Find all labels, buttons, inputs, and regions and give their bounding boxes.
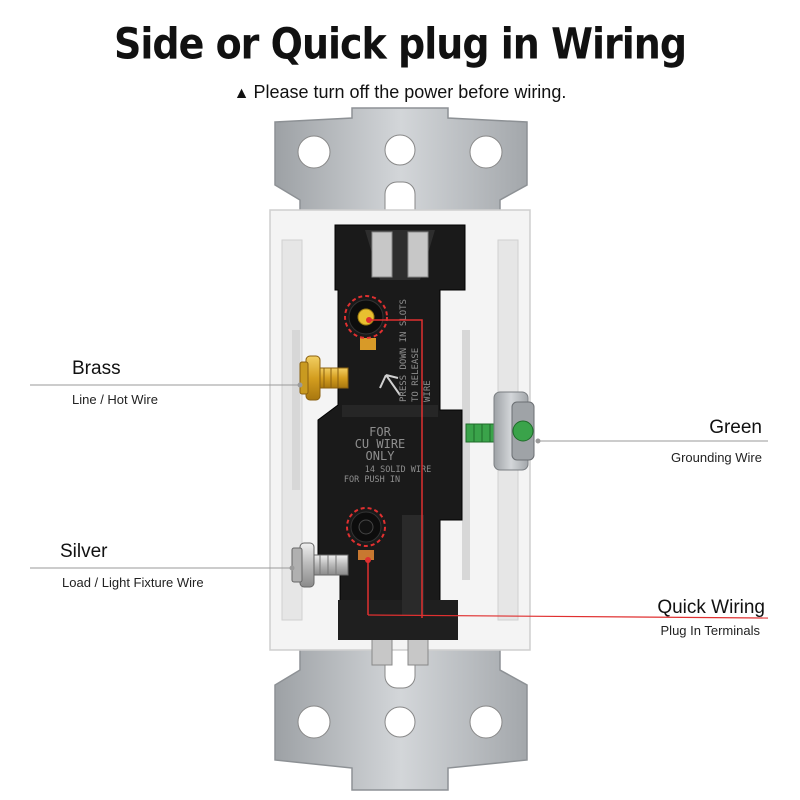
only-text: ONLY [366, 449, 396, 463]
green-sub-label: Grounding Wire [670, 450, 762, 465]
push-in-hole-bottom [350, 511, 382, 560]
green-ground-screw [465, 391, 535, 471]
page-title: Side or Quick plug in Wiring [113, 19, 687, 69]
silver-label: Silver [60, 541, 108, 562]
cu-wire-text: CU WIRE [355, 437, 406, 451]
green-label: Green [709, 417, 762, 438]
bottom-mounting-strap [274, 629, 528, 791]
quick-wiring-path [344, 295, 769, 619]
silver-screw [291, 542, 349, 588]
quick-wiring-sub-label: Plug In Terminals [660, 623, 760, 638]
warning-text: Please turn off the power before wiring. [253, 82, 567, 102]
warning-note: ▲Please turn off the power before wiring… [0, 82, 800, 103]
brass-sub-label: Line / Hot Wire [72, 392, 158, 407]
for-text: FOR [369, 425, 391, 439]
brass-label: Brass [72, 358, 121, 379]
warning-triangle-icon: ▲ [233, 85, 250, 102]
solid-wire-text: 14 SOLID WIRE [365, 465, 432, 475]
push-in-text: FOR PUSH IN [344, 475, 400, 485]
callout-lines [30, 382, 768, 571]
top-mounting-strap [274, 107, 528, 241]
wire-text: WIRE [423, 380, 433, 402]
silver-sub-label: Load / Light Fixture Wire [62, 575, 204, 590]
release-text: TO RELEASE [411, 348, 421, 402]
quick-wiring-label: Quick Wiring [657, 597, 765, 618]
press-down-text: PRESS DOWN IN SLOTS [399, 299, 409, 402]
release-arrow-icon [379, 374, 401, 396]
